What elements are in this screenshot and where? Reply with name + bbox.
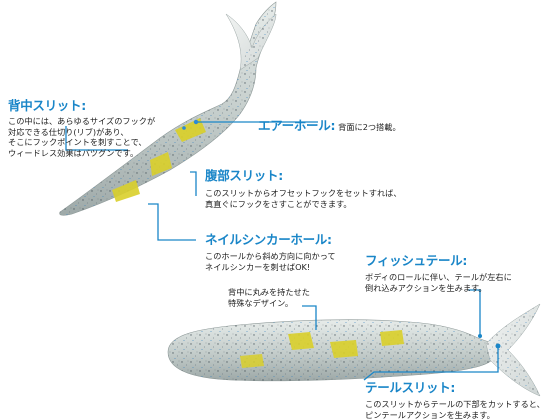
title-colon: : bbox=[327, 232, 332, 247]
callout-body: 背中に丸みを持たせた 特殊なデザイン。 bbox=[228, 287, 310, 308]
callout-body: このスリットからテールの下部をカットすると、 ピンテールアクションを生みます。 bbox=[365, 399, 545, 420]
air-hole-dot bbox=[193, 119, 199, 125]
leader-back-slit bbox=[65, 126, 128, 151]
callout-title: ネイルシンカーホール: bbox=[205, 229, 336, 248]
leader-dot bbox=[495, 343, 501, 349]
callout-title: テールスリット: bbox=[365, 377, 545, 396]
callout-title: フィッシュテール: bbox=[365, 250, 512, 269]
lure-upper-yellow-mark bbox=[150, 152, 172, 176]
title-text: エアーホール bbox=[258, 118, 331, 133]
lure-lower-tail-speckle bbox=[486, 304, 540, 396]
lure-upper-yellow-mark bbox=[112, 180, 140, 202]
leader-tail-slit bbox=[363, 346, 499, 381]
title-colon: : bbox=[278, 168, 283, 183]
leader-end-dots bbox=[478, 334, 501, 349]
leader-lines bbox=[65, 121, 499, 381]
lure-lower-yellow-mark bbox=[330, 340, 358, 358]
title-colon: : bbox=[330, 118, 336, 133]
callout-air-hole: エアーホール:背面に2つ搭載。 bbox=[258, 115, 401, 134]
title-colon: : bbox=[81, 98, 86, 113]
callout-title: エアーホール: bbox=[258, 118, 335, 133]
lure-upper bbox=[59, 1, 277, 216]
title-text: 背中スリット bbox=[8, 98, 82, 113]
title-colon: : bbox=[462, 253, 468, 268]
callout-body: このスリットからオフセットフックをセットすれば、 真直ぐにフックをさすことができ… bbox=[205, 188, 402, 209]
callout-title: 背中スリット: bbox=[8, 95, 155, 114]
leader-fish-tail bbox=[468, 289, 481, 336]
callout-body: ボディのロールに伴い、テールが左右に 倒れ込みアクションを生みます。 bbox=[365, 272, 512, 293]
title-text: ネイルシンカーホール bbox=[205, 232, 328, 247]
callout-tail-slit: テールスリット: このスリットからテールの下部をカットすると、 ピンテールアクシ… bbox=[365, 377, 545, 420]
lure-upper-speckle bbox=[59, 2, 277, 216]
lure-lower-yellow-mark bbox=[288, 332, 314, 350]
title-text: テールスリット bbox=[365, 380, 451, 395]
lure-upper-yellow-mark bbox=[175, 118, 206, 142]
callout-back-slit: 背中スリット: この中には、あらゆるサイズのフックが 対応できる仕切り(リブ)が… bbox=[8, 95, 155, 158]
callout-body: 背面に2つ搭載。 bbox=[338, 122, 401, 132]
title-text: 腹部スリット bbox=[205, 168, 279, 183]
callout-body: この中には、あらゆるサイズのフックが 対応できる仕切り(リブ)があり、 そこにフ… bbox=[8, 116, 156, 158]
leader-nail-sinker bbox=[148, 203, 196, 241]
callout-title: 腹部スリット: bbox=[205, 165, 402, 184]
leader-rounded-back bbox=[302, 305, 317, 330]
callout-nail-sinker-hole: ネイルシンカーホール: このホールから斜め方向に向かって ネイルシンカーを刺せば… bbox=[205, 229, 336, 272]
leader-dot bbox=[478, 334, 482, 338]
lure-lower-yellow-mark bbox=[380, 330, 404, 346]
callout-rounded-back: 背中に丸みを持たせた 特殊なデザイン。 bbox=[228, 287, 310, 308]
callout-fish-tail: フィッシュテール: ボディのロールに伴い、テールが左右に 倒れ込みアクションを生… bbox=[365, 250, 512, 293]
title-colon: : bbox=[450, 380, 456, 395]
lure-lower bbox=[167, 303, 541, 397]
leader-belly-slit bbox=[190, 171, 197, 196]
title-text: フィッシュテール bbox=[365, 253, 463, 268]
lure-lower-yellow-mark bbox=[240, 354, 264, 368]
callout-body: このホールから斜め方向に向かって ネイルシンカーを刺せばOK! bbox=[205, 251, 336, 272]
air-hole-dot bbox=[182, 126, 186, 130]
callout-belly-slit: 腹部スリット: このスリットからオフセットフックをセットすれば、 真直ぐにフック… bbox=[205, 165, 402, 209]
